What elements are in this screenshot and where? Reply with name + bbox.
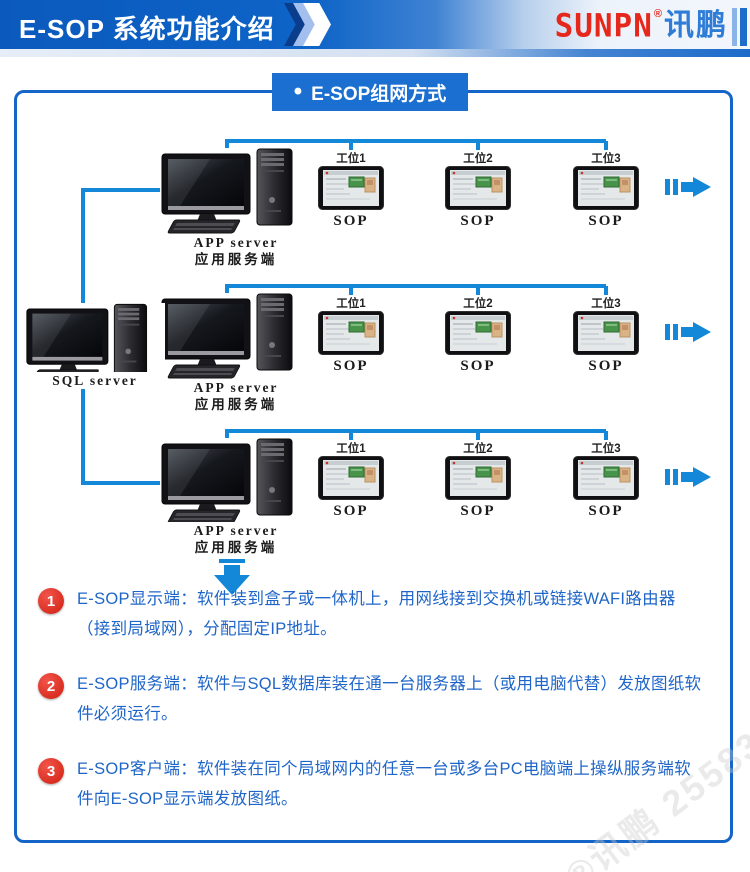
station-monitor: 工位1 SOP — [318, 440, 384, 520]
sop-display-icon — [573, 311, 639, 355]
section-title-badge: • E-SOP组网方式 — [272, 73, 468, 111]
registered-mark-icon: ® — [653, 8, 662, 20]
station-monitor: 工位3 SOP — [573, 150, 639, 230]
sop-display-icon — [318, 311, 384, 355]
app-server-computer — [160, 293, 312, 381]
sop-display-icon — [573, 456, 639, 500]
station-monitor: 工位3 SOP — [573, 440, 639, 520]
station-monitor: 工位3 SOP — [573, 295, 639, 375]
bullet-icon: • — [293, 78, 303, 105]
chevron-right-icon — [284, 3, 354, 47]
brand-logo-cn: 讯鹏 — [664, 9, 728, 42]
note-item: 1 E-SOP显示端：软件装到盒子或一体机上，用网线接到交换机或链接WAFI路由… — [38, 584, 706, 644]
app-server-label: APP server 应用服务端 — [160, 234, 312, 268]
brand-logo-en: SUNPN — [554, 7, 653, 45]
brand-logo: SUNPN ® 讯鹏 — [555, 6, 728, 46]
sop-display-icon — [445, 166, 511, 210]
sop-display-icon — [318, 166, 384, 210]
section-title: E-SOP组网方式 — [311, 83, 447, 105]
app-server-label: APP server 应用服务端 — [160, 379, 312, 413]
note-number-badge: 3 — [38, 758, 64, 785]
station-monitor: 工位1 SOP — [318, 295, 384, 375]
note-text: E-SOP显示端：软件装到盒子或一体机上，用网线接到交换机或链接WAFI路由器（… — [77, 590, 676, 639]
sql-server-label: SQL server — [25, 372, 165, 389]
sop-display-icon — [573, 166, 639, 210]
app-server-computer — [160, 148, 312, 236]
note-text: E-SOP服务端：软件与SQL数据库装在通一台服务器上（或用电脑代替）发放图纸软… — [77, 675, 702, 724]
station-monitor: 工位2 SOP — [445, 440, 511, 520]
sop-display-icon — [445, 311, 511, 355]
app-server-computer — [160, 438, 312, 526]
note-text: E-SOP客户端：软件装在同个局域网内的任意一台或多台PC电脑端上操纵服务端软件… — [77, 760, 691, 809]
note-item: 3 E-SOP客户端：软件装在同个局域网内的任意一台或多台PC电脑端上操纵服务端… — [38, 754, 706, 814]
note-number-badge: 2 — [38, 673, 64, 700]
station-monitor: 工位1 SOP — [318, 150, 384, 230]
notes-section: 1 E-SOP显示端：软件装到盒子或一体机上，用网线接到交换机或链接WAFI路由… — [38, 584, 706, 839]
header-strip — [0, 49, 750, 57]
note-number-badge: 1 — [38, 588, 64, 614]
logo-bars-icon — [732, 8, 747, 46]
app-server-label: APP server 应用服务端 — [160, 522, 312, 556]
sop-display-icon — [318, 456, 384, 500]
station-monitor: 工位2 SOP — [445, 150, 511, 230]
page-title: E-SOP 系统功能介绍 — [19, 14, 275, 44]
note-item: 2 E-SOP服务端：软件与SQL数据库装在通一台服务器上（或用电脑代替）发放图… — [38, 669, 706, 729]
station-monitor: 工位2 SOP — [445, 295, 511, 375]
header-bar — [0, 0, 750, 49]
sop-display-icon — [445, 456, 511, 500]
